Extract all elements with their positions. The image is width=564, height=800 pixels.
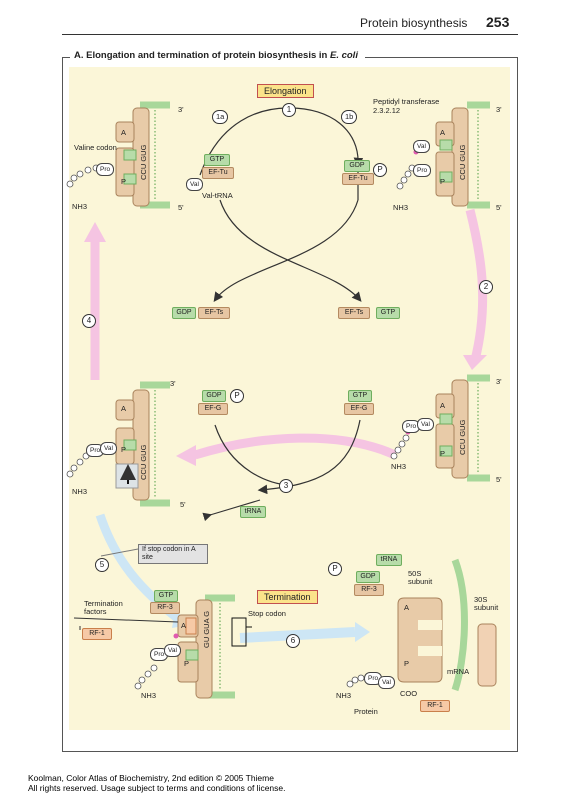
step-6: 6 (286, 634, 300, 648)
page-header-title: Protein biosynthesis (360, 16, 468, 30)
pink-arrow-middle (176, 445, 196, 466)
section-title: A. Elongation and termination of protein… (74, 50, 358, 61)
mrna-label: mRNA (447, 667, 470, 676)
step-3: 3 (279, 479, 293, 493)
pink-cycle (90, 208, 488, 460)
page-number: 253 (486, 14, 510, 30)
loop-efg-right (257, 419, 361, 495)
termination-title: Termination (257, 590, 318, 604)
loop-1b (289, 107, 364, 168)
step-5: 5 (95, 558, 109, 572)
subunit-30s-shape (477, 623, 497, 687)
termination-factors-label: Termination factors (84, 599, 123, 616)
protein-label: Protein (354, 707, 378, 716)
ec-number: 2.3.2.12 (373, 106, 401, 115)
step-2: 2 (479, 280, 493, 294)
ribosome-top-left (115, 107, 150, 207)
ribosome-top-right (435, 107, 469, 207)
if-stop-codon-note: If stop codon in A site (138, 544, 208, 564)
step-1: 1 (282, 103, 296, 117)
loop-efg-left (214, 424, 291, 486)
subunit-50s-label: 50S subunit (408, 569, 433, 586)
copyright-footer: Koolman, Color Atlas of Biochemistry, 2n… (28, 773, 286, 793)
coo-label: COO (400, 689, 418, 698)
stop-codon-label: Stop codon (248, 609, 286, 618)
valine-codon-label: Valine codon (74, 143, 117, 152)
figure-frame (62, 57, 518, 752)
step-1a: 1a (212, 110, 229, 124)
loop-cross-a (219, 199, 362, 302)
ribosome-termination (177, 599, 252, 699)
step-1b: 1b (341, 110, 358, 124)
pink-arrow-top-left (84, 222, 106, 242)
ribosome-right (435, 379, 469, 479)
loop-cross-b (213, 199, 359, 302)
subunit-50s-shape (397, 597, 443, 683)
step-4: 4 (82, 314, 96, 328)
elongation-title: Elongation (257, 84, 314, 98)
pink-arrow-right (463, 355, 487, 370)
val-trna-label: Val-tRNA (202, 191, 233, 200)
ribosome-left (115, 389, 150, 501)
peptidyl-transferase-label: Peptidyl transferase (373, 97, 440, 106)
subunit-30s-label: 30S subunit (474, 595, 499, 612)
header-rule (62, 34, 518, 35)
